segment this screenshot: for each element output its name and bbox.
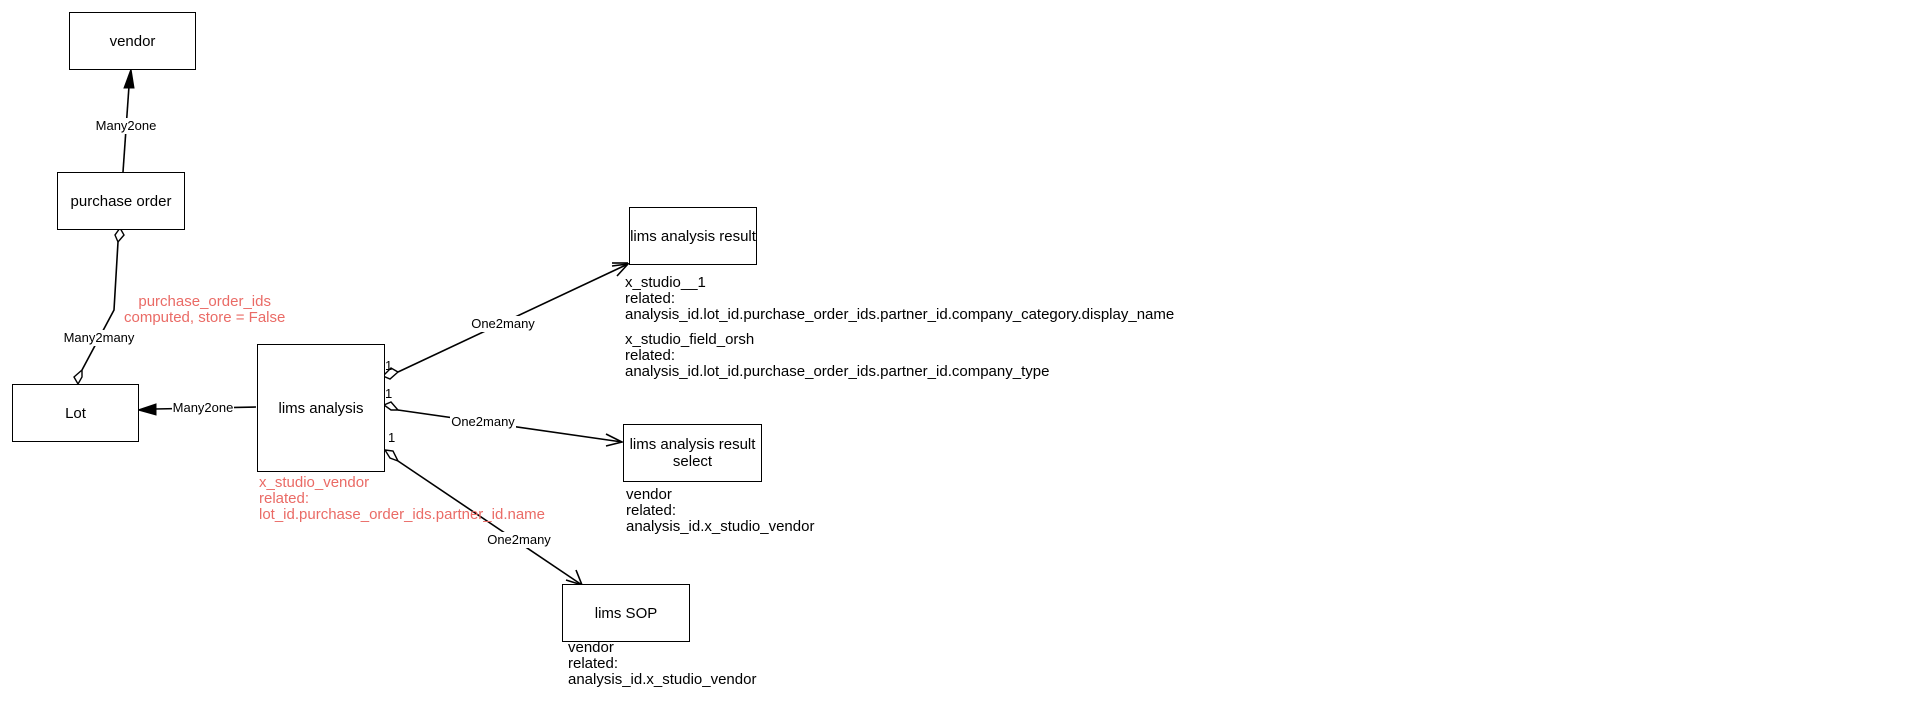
note-result-field-1: x_studio__1 related: analysis_id.lot_id.… — [625, 274, 1175, 323]
edge-po-lot — [73, 226, 125, 386]
edge-label-analysis-result: One2many — [471, 316, 535, 331]
note-purchase-order-ids: purchase_order_ids computed, store = Fal… — [124, 293, 286, 326]
edge-label-po-vendor: Many2one — [96, 118, 157, 133]
note-select-vendor: vendor related: analysis_id.x_studio_ven… — [626, 486, 815, 535]
node-purchase-order[interactable]: purchase order — [57, 172, 185, 230]
note-sop-vendor: vendor related: analysis_id.x_studio_ven… — [568, 639, 757, 688]
edge-label-analysis-lot: Many2one — [173, 400, 234, 415]
edge-label-po-lot: Many2many — [64, 330, 135, 345]
multiplicity-result-select: 1 — [385, 386, 392, 401]
multiplicity-sop: 1 — [388, 430, 395, 445]
edge-label-analysis-result-select: One2many — [451, 414, 515, 429]
note-result-field-2: x_studio_field_orsh related: analysis_id… — [625, 331, 1050, 380]
edge-analysis-sop — [383, 449, 584, 587]
note-x-studio-vendor: x_studio_vendor related: lot_id.purchase… — [259, 474, 546, 523]
node-lims-sop[interactable]: lims SOP — [562, 584, 690, 642]
node-lot[interactable]: Lot — [12, 384, 139, 442]
node-vendor[interactable]: vendor — [69, 12, 196, 70]
node-lims-analysis-result-select[interactable]: lims analysis result select — [623, 424, 762, 482]
multiplicity-result: 1 — [385, 358, 392, 373]
node-lims-analysis-result[interactable]: lims analysis result — [629, 207, 757, 265]
edge-label-analysis-sop: One2many — [487, 532, 551, 547]
node-lims-analysis[interactable]: lims analysis — [257, 344, 385, 472]
